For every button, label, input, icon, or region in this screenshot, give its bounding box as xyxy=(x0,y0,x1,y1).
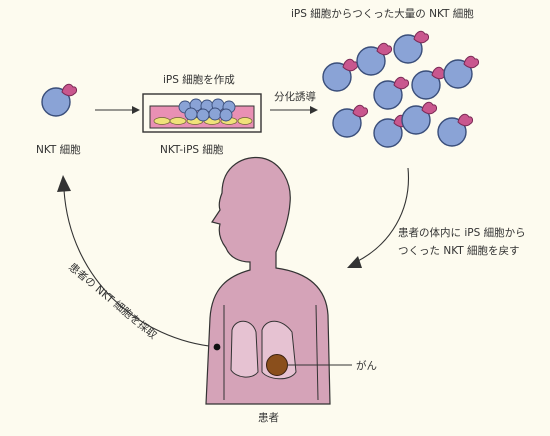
nkt-ips-label: NKT-iPS 細胞 xyxy=(160,143,224,156)
culture-dish-icon xyxy=(142,93,262,133)
arrow-differentiate xyxy=(270,106,318,114)
arrow-collect xyxy=(57,175,218,348)
nkt-cell-label: NKT 細胞 xyxy=(36,143,81,156)
collection-point xyxy=(213,343,221,351)
patient-label: 患者 xyxy=(258,412,279,424)
arrow-to-dish xyxy=(95,106,140,114)
return-label-line2: つくった NKT 細胞を戻す xyxy=(398,244,520,257)
nkt-cell-icon xyxy=(41,83,78,117)
tumor xyxy=(266,354,288,376)
collect-label: 患者の NKT 細胞を採取 xyxy=(66,260,160,342)
return-label-line1: 患者の体内に iPS 細胞から xyxy=(398,226,526,239)
arrow-return-to-patient xyxy=(347,167,410,268)
mass-nkt-label: iPS 細胞からつくった大量の NKT 細胞 xyxy=(291,7,474,20)
patient-illustration xyxy=(205,156,352,405)
differentiate-label: 分化誘導 xyxy=(274,90,316,103)
make-ips-label: iPS 細胞を作成 xyxy=(163,73,235,86)
cancer-label: がん xyxy=(356,359,377,372)
nkt-cells-cluster xyxy=(322,30,480,148)
